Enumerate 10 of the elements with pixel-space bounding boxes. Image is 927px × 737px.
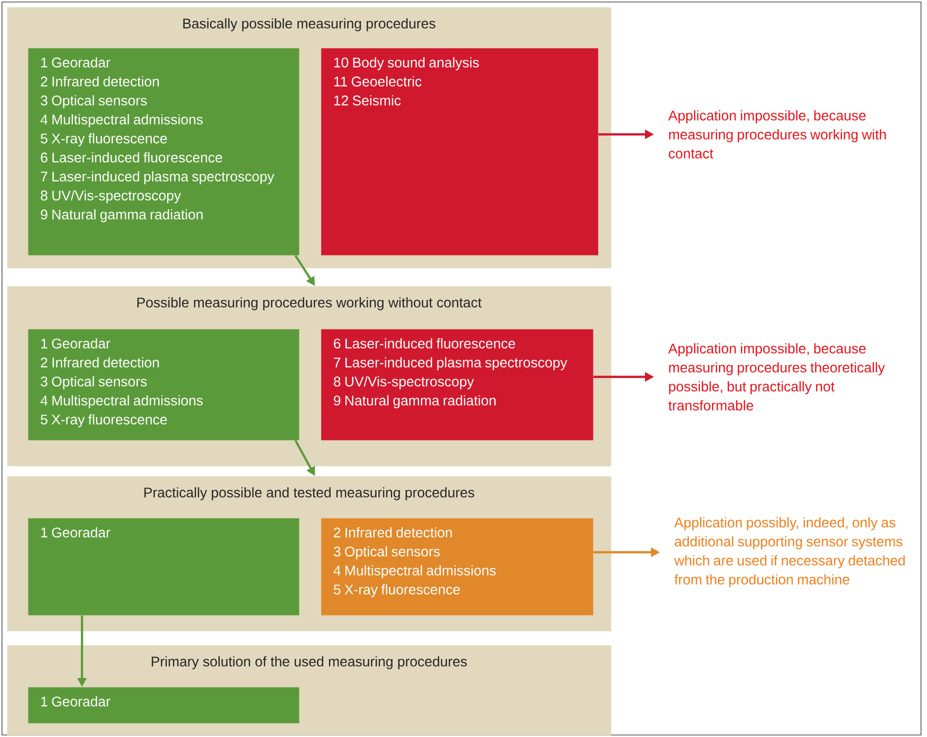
procedure-box: 2 Infrared detection 3 Optical sensors 4 Multispectral admissions 5 X-ray fluorescence [321,518,594,616]
procedure-box: 1 Georadar [28,518,300,616]
procedure-box: 1 Georadar 2 Infrared detection 3 Optical sensors 4 Multispectral admissions 5 X-ray fluorescence 6 Laser-induced fluorescence 7 Laser-induced plasma spectroscopy 8 UV/Vis-spectroscopy 9 Natural gamma radiation [28,48,300,256]
procedure-box: 1 Georadar [28,687,300,724]
note-text: Application possibly, indeed, only as additional supporting sensor systems which are used if necessary detached from the production machine [674,517,905,588]
procedure-box: 6 Laser-induced fluorescence 7 Laser-induced plasma spectroscopy 8 UV/Vis-spectroscopy 9 Natural gamma radiation [321,329,594,440]
procedure-box: 1 Georadar 2 Infrared detection 3 Optical sensors 4 Multispectral admissions 5 X-ray fluorescence [28,329,300,440]
note-text: Application impossible, because measuring procedures working with contact [668,110,886,158]
procedure-box: 10 Body sound analysis 11 Geoelectric 12 Seismic [321,48,598,256]
note-text: Application impossible, because measuring procedures theoretically possible, but practically not transformable [668,343,885,410]
